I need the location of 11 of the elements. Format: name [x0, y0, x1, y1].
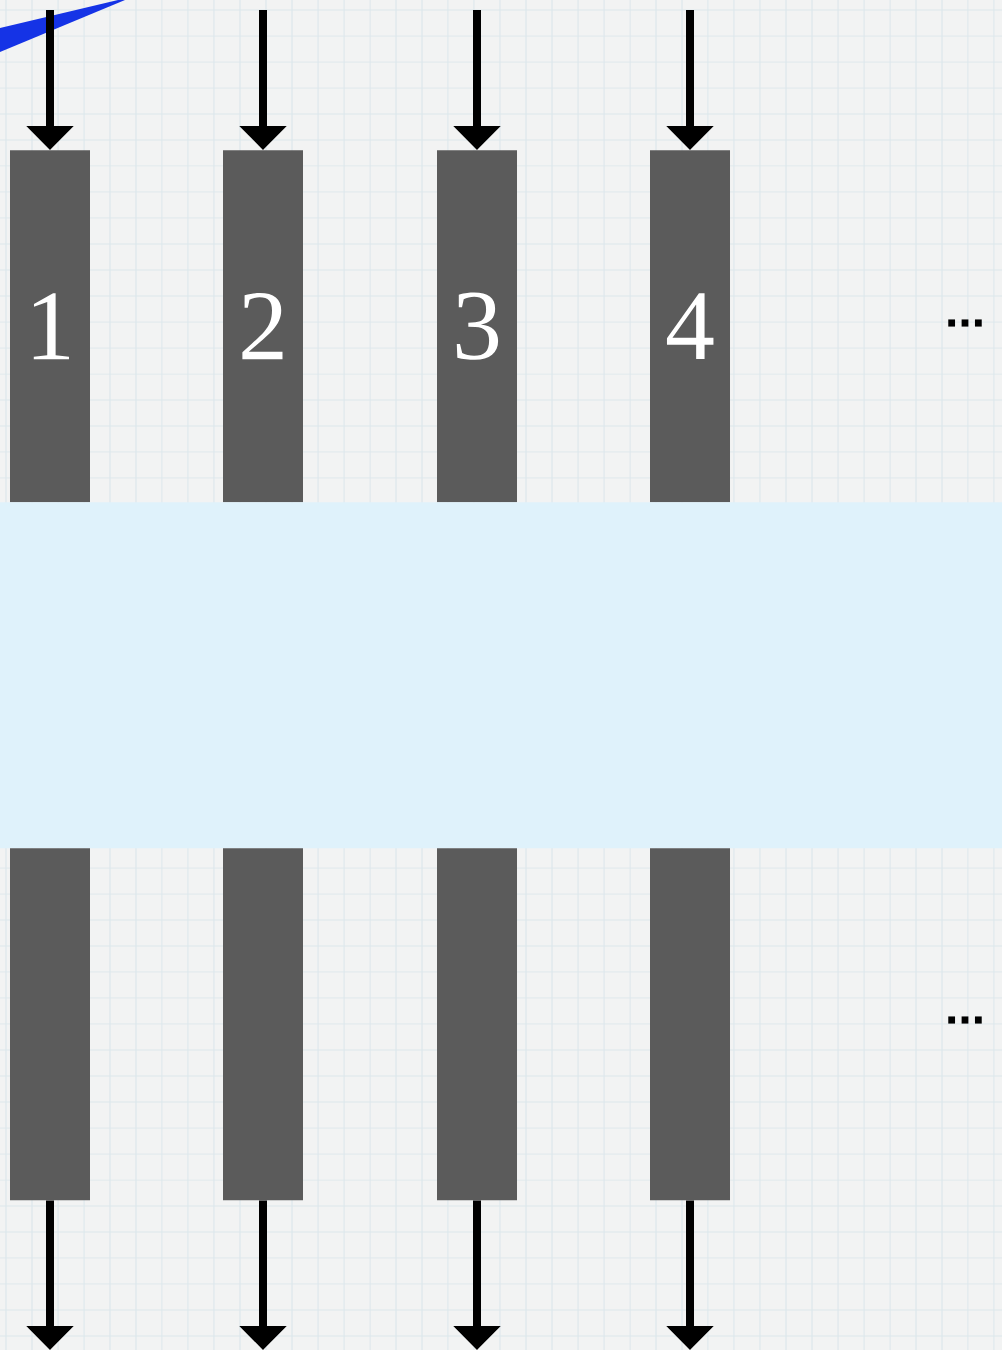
bar: [650, 848, 730, 1201]
numbered-bar: 4: [650, 150, 730, 503]
bar: [10, 848, 90, 1201]
ellipsis: ...: [948, 319, 982, 327]
numbered-bar: 3: [437, 150, 517, 503]
band: [0, 502, 1002, 849]
ellipsis: ...: [948, 1016, 982, 1024]
numbered-bar: 2: [223, 150, 303, 503]
bar: [223, 848, 303, 1201]
bar: [437, 848, 517, 1201]
numbered-bar: 1: [10, 150, 90, 503]
